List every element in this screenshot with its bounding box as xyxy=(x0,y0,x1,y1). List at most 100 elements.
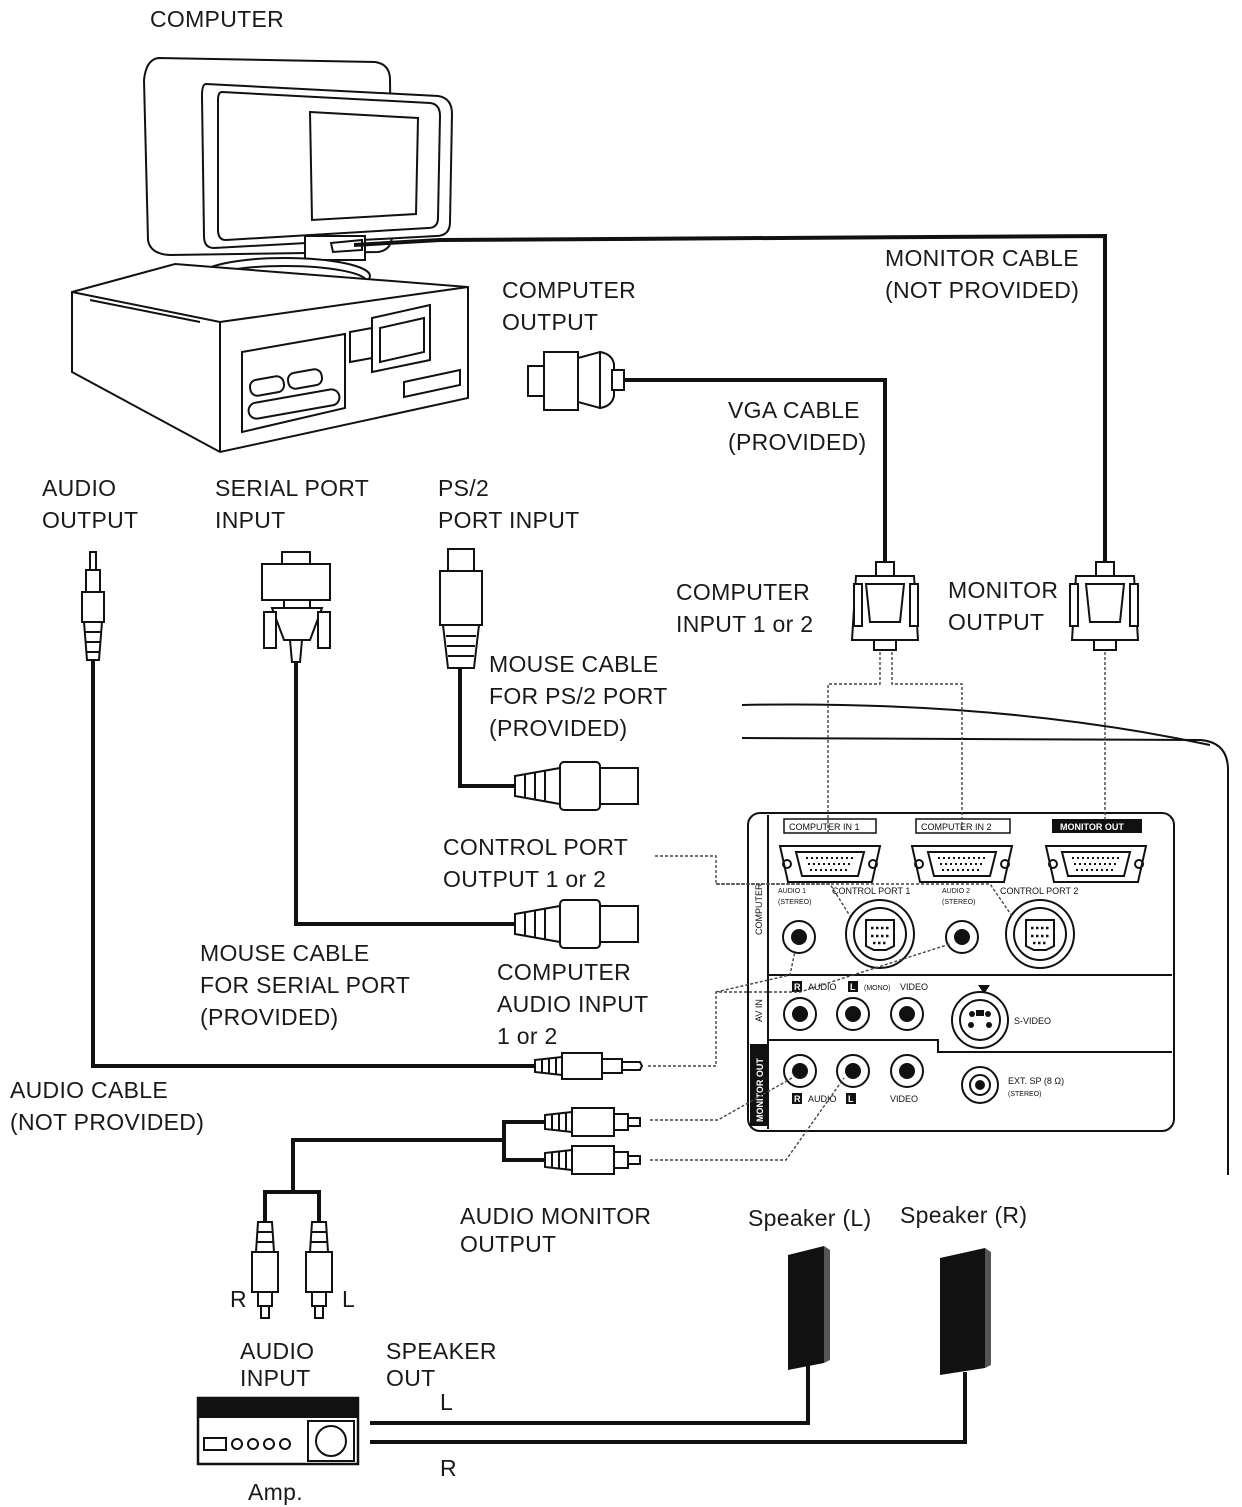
computer-audio-input-label-3: 1 or 2 xyxy=(497,1023,558,1049)
projector-body xyxy=(741,703,1229,1175)
monitor-cable-label-1: MONITOR CABLE xyxy=(885,245,1079,271)
speaker-l xyxy=(788,1246,830,1370)
audio-2-jack xyxy=(945,920,979,954)
audio-cable xyxy=(91,660,535,1068)
audio-cable-label-2: (NOT PROVIDED) xyxy=(10,1109,204,1135)
computer-label: COMPUTER xyxy=(150,6,284,32)
terminal-panel: COMPUTER AV IN MONITOR OUT COMPUTER IN 1… xyxy=(747,812,1175,1132)
speaker-out-label-2: OUT xyxy=(386,1365,435,1391)
av-video-label: VIDEO xyxy=(900,982,928,992)
av-in-audio-l-jack xyxy=(836,997,870,1031)
mo-audio-label: AUDIO xyxy=(808,1094,837,1104)
mo-r-badge: R xyxy=(794,1094,801,1104)
mouse-cable-ps2-label-3: (PROVIDED) xyxy=(489,715,627,741)
audio-cable-plug xyxy=(534,1052,644,1080)
mouse-cable-serial-label-3: (PROVIDED) xyxy=(200,1004,338,1030)
mo-l-badge: L xyxy=(848,1094,854,1104)
speaker-cable-l xyxy=(370,1365,810,1425)
computer-audio-input-label-1: COMPUTER xyxy=(497,959,631,985)
ps2-plug xyxy=(439,548,483,669)
speaker-out-label-1: SPEAKER xyxy=(386,1338,497,1364)
audio-1-label: AUDIO 1 xyxy=(778,888,806,895)
rca-plug-lower xyxy=(544,1145,641,1175)
mouse-cable-ps2-label-2: FOR PS/2 PORT xyxy=(489,683,668,709)
control-port-output-label-1: CONTROL PORT xyxy=(443,834,628,860)
audio-cable-label-1: AUDIO CABLE xyxy=(10,1077,168,1103)
serial-port-input-label-1: SERIAL PORT xyxy=(215,475,369,501)
s-video-port xyxy=(951,985,1009,1049)
computer-in-1-label: COMPUTER IN 1 xyxy=(789,822,860,832)
speaker-l-label: Speaker (L) xyxy=(748,1205,871,1231)
speaker-out-r-label: R xyxy=(440,1455,457,1481)
section-monitor-out-label: MONITOR OUT xyxy=(755,1058,765,1122)
mouse-cable-serial-label-1: MOUSE CABLE xyxy=(200,940,369,966)
monitor-cable xyxy=(353,233,1107,568)
monitor-output-label-2: OUTPUT xyxy=(948,609,1044,635)
rca-plug-l xyxy=(305,1221,333,1319)
rca-cable xyxy=(263,1120,545,1222)
section-computer-label: COMPUTER xyxy=(754,883,764,935)
audio-input-label-2: INPUT xyxy=(240,1365,311,1391)
monitor-output-label-1: MONITOR xyxy=(948,577,1058,603)
speaker-out-l-label: L xyxy=(440,1389,453,1415)
audio-output-label-2: OUTPUT xyxy=(42,507,138,533)
av-mono-label: (MONO) xyxy=(864,985,890,992)
serial-mouse-cable xyxy=(294,660,515,926)
control-port-output-label-2: OUTPUT 1 or 2 xyxy=(443,866,606,892)
computer-in-2-port xyxy=(910,845,1014,883)
ps2-port-input-label-1: PS/2 xyxy=(438,475,489,501)
audio-monitor-output-label-1: AUDIO MONITOR xyxy=(460,1203,651,1229)
computer-output-label-2: OUTPUT xyxy=(502,309,598,335)
vga-cable-label-2: (PROVIDED) xyxy=(728,429,866,455)
control-port-1-label: CONTROL PORT 1 xyxy=(832,886,910,896)
mouse-cable-ps2-label-1: MOUSE CABLE xyxy=(489,651,658,677)
computer-audio-input-label-2: AUDIO INPUT xyxy=(497,991,649,1017)
guide-lines xyxy=(648,652,1106,1161)
av-l-badge: L xyxy=(850,982,856,992)
mo-video-label: VIDEO xyxy=(890,1094,918,1104)
audio-1-stereo-label: (STEREO) xyxy=(778,899,811,906)
rca-plug-r xyxy=(251,1221,279,1319)
computer-in-1-port xyxy=(778,845,882,883)
control-port-1 xyxy=(845,899,915,969)
control-port-2-label: CONTROL PORT 2 xyxy=(1000,886,1078,896)
section-av-in-label: AV IN xyxy=(754,999,764,1022)
monitor-out-label: MONITOR OUT xyxy=(1060,822,1124,832)
audio-output-plug xyxy=(81,551,105,661)
computer-output-connector xyxy=(527,350,625,411)
av-audio-label: AUDIO xyxy=(808,982,837,992)
ps2-mouse-plug xyxy=(514,761,639,811)
serial-port-connector xyxy=(261,551,331,663)
s-video-label: S-VIDEO xyxy=(1014,1016,1051,1026)
mouse-cable-serial-label-2: FOR SERIAL PORT xyxy=(200,972,410,998)
computer-input-connector xyxy=(850,561,920,651)
audio-monitor-output-label-2: OUTPUT xyxy=(460,1231,556,1257)
cables xyxy=(91,233,1107,1444)
monitor-out-video-jack xyxy=(890,1054,924,1088)
ps2-mouse-cable xyxy=(458,668,515,788)
computer-in-2-label: COMPUTER IN 2 xyxy=(921,822,992,832)
vga-cable xyxy=(620,378,887,568)
ps2-port-input-label-2: PORT INPUT xyxy=(438,507,579,533)
amplifier xyxy=(196,1396,360,1466)
control-port-2 xyxy=(1005,899,1075,969)
audio-2-label: AUDIO 2 xyxy=(942,888,970,895)
monitor-output-connector xyxy=(1069,561,1140,651)
monitor-cable-label-2: (NOT PROVIDED) xyxy=(885,277,1079,303)
monitor-out-port xyxy=(1044,845,1148,883)
av-r-badge: R xyxy=(794,982,801,992)
speaker-cable-r xyxy=(370,1372,967,1444)
speaker-r-label: Speaker (R) xyxy=(900,1202,1027,1228)
labels: COMPUTER MONITOR CABLE (NOT PROVIDED) CO… xyxy=(10,6,1079,1505)
audio-1-jack xyxy=(782,920,816,954)
ext-sp-label: EXT. SP (8 Ω) xyxy=(1008,1076,1064,1086)
av-in-video-jack xyxy=(890,997,924,1031)
computer-input-label-2: INPUT 1 or 2 xyxy=(676,611,813,637)
computer-illustration xyxy=(71,56,469,454)
plug-r-label: R xyxy=(230,1286,247,1312)
audio-input-label-1: AUDIO xyxy=(240,1338,314,1364)
ext-sp-jack xyxy=(961,1066,999,1104)
rca-plug-upper xyxy=(544,1107,641,1137)
plug-l-label: L xyxy=(342,1286,355,1312)
